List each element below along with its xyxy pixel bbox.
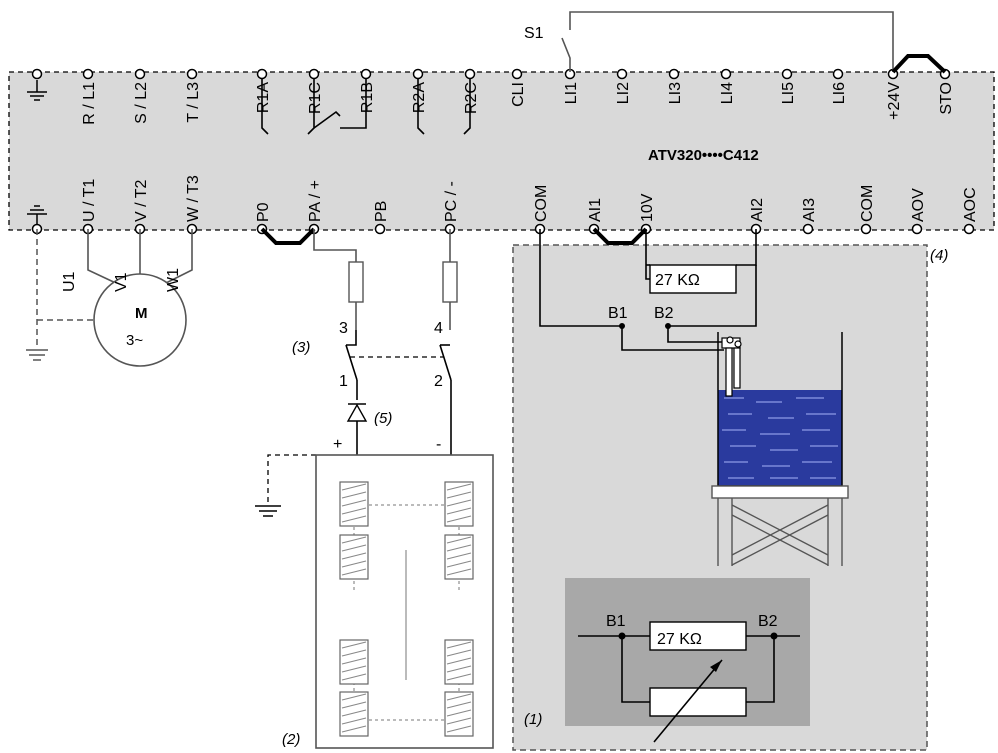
note-2: (2) xyxy=(282,731,300,748)
terminal-aoc[interactable] xyxy=(963,223,975,235)
terminal-label: R1C xyxy=(307,82,324,114)
terminal-label: P0 xyxy=(255,202,272,222)
s1-switch[interactable]: S1 xyxy=(524,11,894,72)
inset-b1-label: B1 xyxy=(606,613,626,630)
terminal-label: PA / + xyxy=(307,180,324,222)
terminal-label: R1A xyxy=(255,82,272,113)
relay-r1-contacts xyxy=(261,78,367,135)
probe-b1-label: B1 xyxy=(608,305,628,322)
relay-r2-contacts xyxy=(417,78,471,135)
contact-3: 3 xyxy=(339,320,348,337)
terminal-tl3[interactable] xyxy=(186,68,198,80)
terminal-label: W / T3 xyxy=(185,175,202,222)
terminal-label: COM xyxy=(533,185,550,222)
terminal-label: +24V xyxy=(886,82,903,120)
inset-diagram xyxy=(565,578,810,743)
plus-sign: + xyxy=(333,436,342,453)
motor-sublabel: 3~ xyxy=(126,332,143,349)
ground-icon xyxy=(27,80,47,101)
terminal-li2[interactable] xyxy=(616,68,628,80)
motor-label: M xyxy=(135,305,148,322)
minus-sign: - xyxy=(436,436,441,453)
note-4: (4) xyxy=(930,247,948,264)
dc-bus-wiring xyxy=(255,229,458,517)
terminal-label: AOV xyxy=(910,188,927,222)
terminal-label: CLI xyxy=(510,82,527,107)
note-5: (5) xyxy=(374,410,392,427)
terminal-label: R1B xyxy=(359,82,376,113)
terminal-label: U / T1 xyxy=(81,179,98,222)
terminal-r2c[interactable] xyxy=(464,68,476,80)
terminal-label: COM xyxy=(859,185,876,222)
terminal-r1b[interactable] xyxy=(360,68,372,80)
contact-1: 1 xyxy=(339,373,348,390)
terminal-label: S / L2 xyxy=(133,82,150,124)
motor: M 3~ xyxy=(93,273,187,367)
contact-4: 4 xyxy=(434,320,443,337)
terminal-label: LI6 xyxy=(831,82,848,104)
terminal-label: LI1 xyxy=(563,82,580,104)
s1-label: S1 xyxy=(524,25,544,42)
terminal-label: LI4 xyxy=(719,82,736,104)
motor-phase-w1: W1 xyxy=(165,268,182,292)
terminal-label: V / T2 xyxy=(133,180,150,222)
terminal-pb[interactable] xyxy=(374,223,386,235)
water-tank xyxy=(711,332,849,566)
terminal-rl1[interactable] xyxy=(82,68,94,80)
terminal-label: R2C xyxy=(463,82,480,114)
terminal-r1c[interactable] xyxy=(308,68,320,80)
sensor-resistor-label: 27 KΩ xyxy=(655,272,700,289)
terminal-label: R / L1 xyxy=(81,82,98,125)
terminal-label: LI5 xyxy=(780,82,797,104)
sensor-wiring xyxy=(539,229,757,351)
contact-2: 2 xyxy=(434,373,443,390)
terminal-label: LI3 xyxy=(667,82,684,104)
terminal-label: R2A xyxy=(411,82,428,113)
terminal-sl2[interactable] xyxy=(134,68,146,80)
probe-b2-label: B2 xyxy=(654,305,674,322)
terminal-label: 10V xyxy=(639,193,656,222)
terminal-label: LI2 xyxy=(615,82,632,104)
braking-resistor-unit xyxy=(315,454,494,749)
terminal-label: AI2 xyxy=(749,198,766,222)
terminal-label: STO xyxy=(938,82,955,115)
terminal-li5[interactable] xyxy=(781,68,793,80)
terminal-label: PB xyxy=(373,201,390,222)
terminal-aov[interactable] xyxy=(911,223,923,235)
motor-phase-u1: U1 xyxy=(61,271,78,292)
drive-model-label: ATV320••••C412 xyxy=(648,147,759,164)
motor-phase-v1: V1 xyxy=(113,272,130,292)
bottom-terminal-strip: U / T1 V / T2 W / T3 P0 PA / + PB PC / - COM AI1… xyxy=(31,175,979,235)
terminal-ground[interactable] xyxy=(31,68,43,80)
terminal-label: AOC xyxy=(962,187,979,222)
terminal-label: AI3 xyxy=(801,198,818,222)
terminal-li3[interactable] xyxy=(668,68,680,80)
inset-b2-label: B2 xyxy=(758,613,778,630)
terminal-r1a[interactable] xyxy=(256,68,268,80)
terminal-r2a[interactable] xyxy=(412,68,424,80)
terminal-label: AI1 xyxy=(587,198,604,222)
terminal-cli[interactable] xyxy=(511,68,523,80)
terminal-li4[interactable] xyxy=(720,68,732,80)
jumper-p0-pa xyxy=(260,227,316,245)
jumper-ai1-10v xyxy=(592,227,648,245)
note-3: (3) xyxy=(292,339,310,356)
note-1: (1) xyxy=(524,711,542,728)
terminal-label: PC / - xyxy=(443,181,460,222)
terminal-ai3[interactable] xyxy=(802,223,814,235)
terminal-li6[interactable] xyxy=(832,68,844,80)
top-terminal-strip: R / L1 S / L2 T / L3 R1A R1C R1B R2A R2C CLI LI1 L… xyxy=(31,68,955,125)
inset-resistor-label: 27 KΩ xyxy=(657,631,702,648)
ground-icon xyxy=(27,205,47,224)
drive-panel xyxy=(8,71,995,231)
terminal-label: T / L3 xyxy=(185,82,202,123)
terminal-com[interactable] xyxy=(860,223,872,235)
jumper-24v-sto xyxy=(891,54,947,74)
